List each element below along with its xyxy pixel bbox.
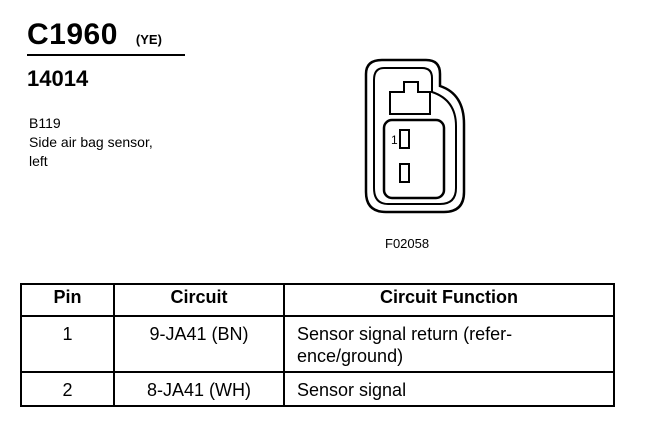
pin-1-label: 1	[391, 133, 398, 147]
circuit-cell: 9-JA41 (BN)	[113, 315, 285, 373]
terminal-body	[382, 118, 446, 200]
connector-housing-outline	[364, 58, 466, 214]
description-line-2: left	[29, 153, 48, 169]
connector-inner-outline	[373, 67, 457, 205]
connector-color: (YE)	[135, 32, 162, 47]
pin-cell: 1	[20, 315, 115, 373]
function-cell: Sensor signal	[283, 371, 615, 407]
header-circuit: Circuit	[113, 283, 285, 317]
function-cell: Sensor signal return (refer- ence/ground…	[283, 315, 615, 373]
function-line-2: ence/ground)	[297, 346, 404, 366]
circuit-cell: 8-JA41 (WH)	[113, 371, 285, 407]
connector-header: C1960 (YE) 14014	[27, 18, 187, 92]
pin-cavity-2	[399, 163, 410, 183]
locking-tab	[389, 81, 431, 115]
connector-id: C1960	[27, 18, 118, 51]
table-header-row: Pin Circuit Circuit Function	[20, 283, 615, 317]
location-code: B119	[29, 115, 61, 131]
header-pin: Pin	[20, 283, 115, 317]
connector-title-row: C1960 (YE)	[27, 18, 187, 52]
header-circuit-function: Circuit Function	[283, 283, 615, 317]
figure-code: F02058	[385, 236, 430, 251]
title-underline	[27, 54, 185, 56]
table-row: 2 8-JA41 (WH) Sensor signal	[20, 371, 615, 407]
pinout-table: Pin Circuit Circuit Function 1 9-JA41 (B…	[20, 283, 615, 407]
pin-cavity-1	[399, 129, 410, 149]
connector-face-diagram: 1	[364, 58, 466, 214]
table-row: 1 9-JA41 (BN) Sensor signal return (refe…	[20, 315, 615, 373]
pin-cell: 2	[20, 371, 115, 407]
description-line-1: Side air bag sensor,	[29, 134, 153, 150]
connector-description: B119 Side air bag sensor, left	[29, 114, 153, 171]
function-line-1: Sensor signal return (refer-	[297, 324, 513, 344]
part-number: 14014	[27, 66, 89, 91]
